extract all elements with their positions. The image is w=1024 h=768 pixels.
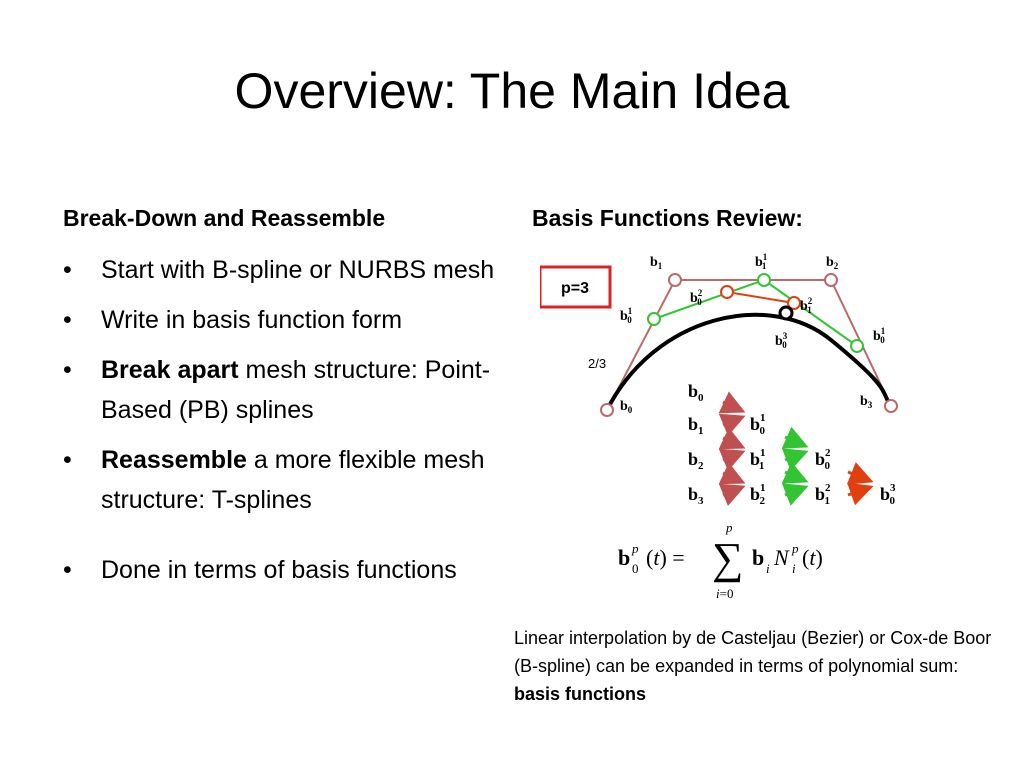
caption: Linear interpolation by de Casteljau (Be… — [514, 624, 994, 708]
svg-text:i: i — [792, 561, 796, 576]
basis-formula: b p 0 (t) = ∑ p i=0 b i N p i (t) — [618, 520, 823, 601]
curve-point — [778, 305, 794, 321]
control-point-b3 — [884, 399, 898, 413]
bullet-dot-icon: • — [63, 356, 72, 384]
level2-point — [720, 285, 734, 299]
bullet-dot-icon: • — [63, 306, 72, 334]
control-polygon — [606, 279, 892, 411]
svg-text:b3: b3 — [860, 394, 873, 410]
bullet-bold: Break apart — [101, 356, 239, 384]
bullet-text: mesh structure: Point-Based (PB) splines — [101, 356, 491, 424]
bullet-bold: Reassemble — [101, 446, 247, 474]
svg-text:b30: b30 — [775, 331, 788, 350]
slide-title: Overview: The Main Idea — [234, 63, 790, 119]
svg-text:b: b — [618, 545, 630, 570]
svg-text:b30: b30 — [880, 482, 896, 507]
bullet-text: Done in terms of basis functions — [101, 556, 457, 584]
caption-text: Linear interpolation by de Casteljau (Be… — [514, 628, 992, 676]
svg-text:0: 0 — [632, 561, 639, 576]
bullet-text: Write in basis function form — [101, 306, 403, 334]
bspline-curve — [605, 312, 893, 411]
svg-text:(t): (t) — [802, 545, 823, 570]
control-point-b1 — [668, 273, 682, 287]
svg-text:b3: b3 — [688, 484, 704, 507]
svg-text:p: p — [631, 541, 639, 556]
svg-text:(t) =: (t) = — [646, 545, 685, 570]
p-label-box — [540, 265, 612, 309]
p-label: p=3 — [561, 280, 589, 297]
svg-text:b10: b10 — [620, 306, 633, 325]
level2-segment — [726, 291, 795, 304]
control-point-b0 — [600, 403, 614, 417]
svg-text:b21: b21 — [815, 482, 831, 507]
right-heading: Basis Functions Review: — [532, 205, 803, 231]
level1-point — [647, 312, 661, 326]
level2-point — [787, 296, 801, 310]
bullet-dot-icon: • — [63, 446, 72, 474]
bullet-item: • Break apart mesh structure: Point-Based… — [63, 350, 503, 430]
svg-text:i=0: i=0 — [716, 586, 733, 601]
svg-text:∑: ∑ — [712, 534, 743, 583]
bullet-item: • Start with B-spline or NURBS mesh — [63, 250, 503, 290]
svg-text:b: b — [752, 545, 764, 570]
bullet-item: • Reassemble a more flexible mesh structu… — [63, 440, 503, 520]
level1-point — [850, 339, 864, 353]
svg-text:b20: b20 — [690, 288, 703, 307]
bullet-item: • Done in terms of basis functions — [63, 550, 503, 590]
bullet-dot-icon: • — [63, 256, 72, 284]
svg-text:i: i — [766, 561, 770, 576]
svg-text:b10: b10 — [750, 412, 766, 437]
svg-text:b20: b20 — [815, 447, 831, 472]
caption-bold: basis functions — [514, 684, 647, 704]
bullet-text: Start with B-spline or NURBS mesh — [101, 256, 495, 284]
svg-text:b2: b2 — [826, 255, 839, 271]
svg-text:b11: b11 — [755, 252, 768, 271]
svg-text:b1: b1 — [688, 414, 704, 437]
svg-text:p: p — [725, 520, 733, 535]
bullet-item: • Write in basis function form — [63, 300, 503, 340]
svg-text:b1: b1 — [650, 255, 663, 271]
level1-point — [757, 273, 771, 287]
bullet-list: • Start with B-spline or NURBS mesh • Writ… — [63, 250, 503, 600]
svg-text:N: N — [773, 545, 790, 570]
control-point-b2 — [824, 273, 838, 287]
svg-text:p: p — [791, 541, 799, 556]
svg-text:b0: b0 — [620, 399, 633, 415]
svg-text:b0: b0 — [688, 381, 704, 404]
bullet-text: a more flexible mesh structure: T-spline… — [101, 446, 485, 514]
bullet-dot-icon: • — [63, 556, 72, 584]
svg-text:b21: b21 — [800, 296, 813, 315]
ratio-label: 2/3 — [588, 356, 606, 371]
svg-text:b12: b12 — [750, 482, 766, 507]
svg-text:b11: b11 — [750, 447, 765, 472]
left-heading: Break-Down and Reassemble — [63, 205, 386, 231]
svg-text:b10: b10 — [873, 326, 886, 345]
casteljau-arrows — [718, 391, 874, 506]
svg-text:b2: b2 — [688, 449, 704, 472]
